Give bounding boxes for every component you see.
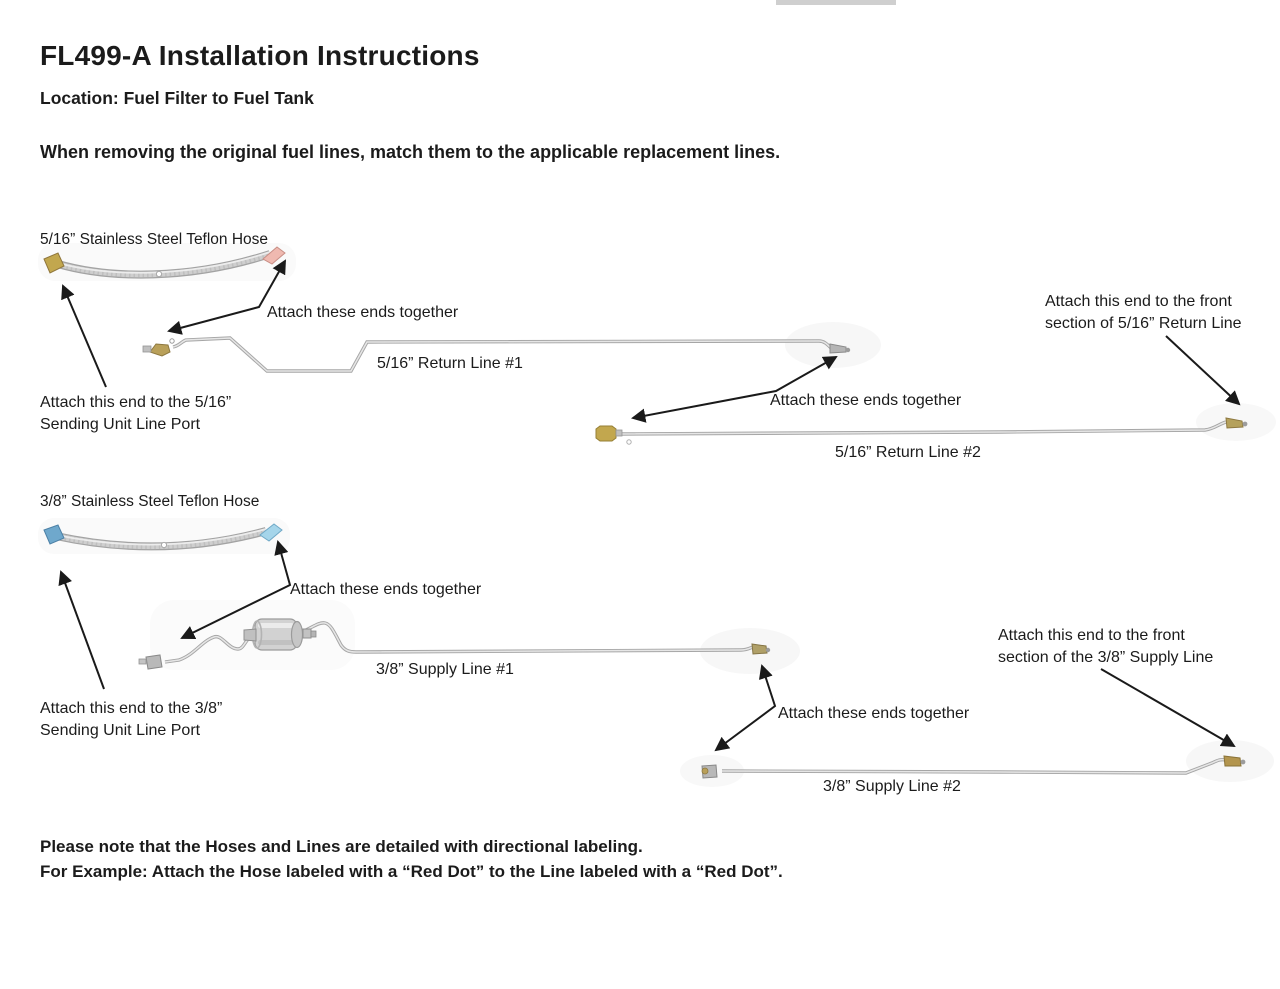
hose-midpoint-ring bbox=[155, 270, 163, 278]
label-front-section-516-l1: Attach this end to the front bbox=[1045, 293, 1232, 310]
annotation-arrows bbox=[58, 259, 1241, 752]
label-supply-line-2: 3/8” Supply Line #2 bbox=[823, 778, 961, 795]
fitting-sl1-left-nub bbox=[138, 658, 147, 665]
label-hose-516: 5/16” Stainless Steel Teflon Hose bbox=[40, 231, 269, 248]
label-sending-unit-38-l1: Attach this end to the 3/8” bbox=[40, 700, 223, 717]
warning-text: When removing the original fuel lines, m… bbox=[40, 142, 781, 162]
hose-38-graphic bbox=[43, 523, 283, 551]
fitting-sl1-left bbox=[145, 654, 163, 670]
arrow-attach-516-top bbox=[167, 259, 286, 335]
arrow-to-hose516-left bbox=[61, 284, 107, 388]
fitting-rl1-right-tip bbox=[845, 347, 851, 353]
arrow-attach-38-bot bbox=[714, 664, 777, 752]
light-blue-fitting-38-right bbox=[259, 523, 283, 542]
label-front-section-516-l2: section of 5/16” Return Line bbox=[1045, 315, 1242, 332]
label-hose-38: 3/8” Stainless Steel Teflon Hose bbox=[40, 493, 260, 510]
fitting-sl2-left-brass bbox=[701, 767, 709, 775]
label-sending-unit-516-l2: Sending Unit Line Port bbox=[40, 416, 201, 433]
label-attach-38-bot: Attach these ends together bbox=[778, 705, 970, 722]
label-sending-unit-38: Attach this end to the 3/8” Sending Unit … bbox=[40, 698, 222, 742]
brass-fitting-516-left bbox=[43, 252, 65, 274]
label-return-line-1: 5/16” Return Line #1 bbox=[377, 355, 523, 372]
return-line-1-graphic bbox=[142, 336, 851, 373]
arrow-to-rl2-right bbox=[1165, 335, 1241, 406]
fitting-rl2-ring bbox=[626, 439, 632, 445]
directional-labeling-note: Please note that the Hoses and Lines are… bbox=[40, 835, 783, 884]
fitting-sl2-right-tip bbox=[1240, 759, 1246, 765]
page-title: FL499-A Installation Instructions bbox=[40, 40, 480, 71]
fitting-rl1-right bbox=[829, 343, 847, 354]
label-front-section-516: Attach this end to the front section of 5… bbox=[1045, 291, 1242, 335]
location-subtitle: Location: Fuel Filter to Fuel Tank bbox=[40, 88, 314, 108]
fitting-rl1-ring bbox=[169, 338, 175, 344]
label-sending-unit-516-l1: Attach this end to the 5/16” bbox=[40, 394, 232, 411]
arrow-attach-516-mid bbox=[631, 356, 838, 423]
label-sending-unit-516: Attach this end to the 5/16” Sending Unit… bbox=[40, 392, 231, 436]
label-attach-516-top: Attach these ends together bbox=[267, 304, 459, 321]
arrow-to-hose38-left bbox=[58, 570, 105, 690]
label-front-section-38-l1: Attach this end to the front bbox=[998, 627, 1185, 644]
fitting-rl2-right bbox=[1225, 417, 1244, 429]
fitting-rl1-left bbox=[149, 343, 171, 357]
label-return-line-2: 5/16” Return Line #2 bbox=[835, 444, 981, 461]
label-front-section-38-l2: section of the 3/8” Supply Line bbox=[998, 649, 1214, 666]
supply-line-2-graphic bbox=[701, 755, 1246, 779]
note-line-2: For Example: Attach the Hose labeled wit… bbox=[40, 861, 783, 881]
label-sending-unit-38-l2: Sending Unit Line Port bbox=[40, 722, 201, 739]
fitting-sl2-right bbox=[1223, 755, 1242, 767]
blue-dot-fitting-38-left bbox=[43, 524, 65, 545]
return-line-2-graphic bbox=[595, 417, 1248, 445]
label-front-section-38: Attach this end to the front section of t… bbox=[998, 625, 1213, 669]
fitting-rl1-left-nub bbox=[142, 345, 152, 353]
fitting-rl2-left-nub bbox=[615, 429, 623, 437]
fitting-rl2-right-tip bbox=[1242, 421, 1248, 427]
fitting-sl1-right-tip bbox=[765, 647, 771, 653]
hose-midpoint-ring-2 bbox=[160, 541, 168, 549]
arrow-attach-38-top bbox=[180, 540, 292, 640]
label-attach-516-mid: Attach these ends together bbox=[770, 392, 962, 409]
arrow-to-sl2-right bbox=[1100, 668, 1236, 748]
top-edge-bar bbox=[776, 0, 896, 5]
label-supply-line-1: 3/8” Supply Line #1 bbox=[376, 661, 514, 678]
brass-nut-rl2-left bbox=[595, 425, 617, 442]
fitting-sl1-right bbox=[751, 643, 768, 655]
label-attach-38-top: Attach these ends together bbox=[290, 581, 482, 598]
note-line-1: Please note that the Hoses and Lines are… bbox=[40, 837, 643, 856]
